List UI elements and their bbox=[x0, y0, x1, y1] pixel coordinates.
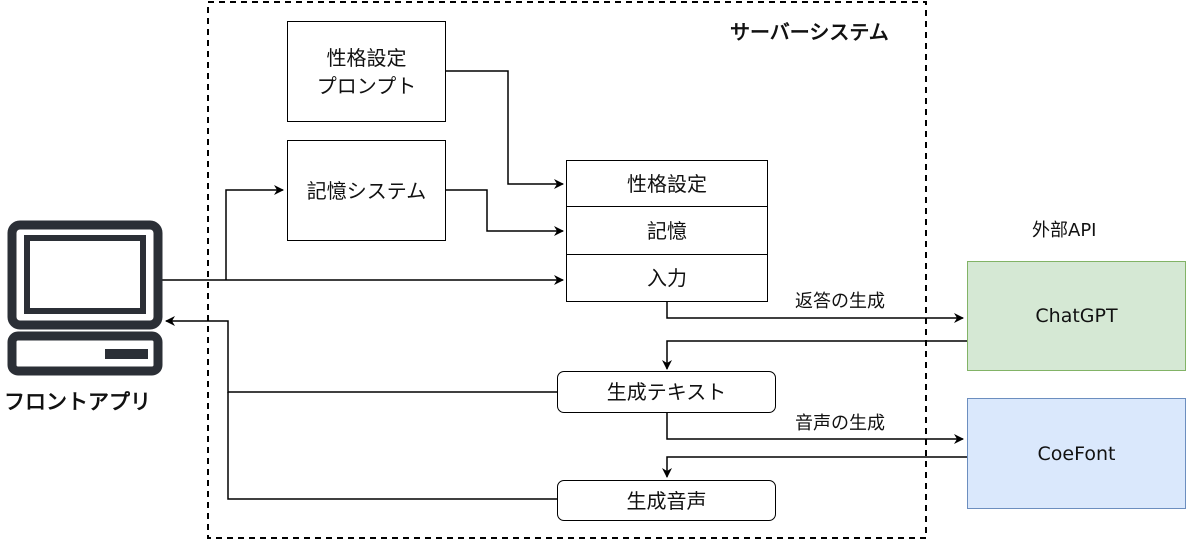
stack-input: 入力 bbox=[566, 254, 768, 302]
edge-text-to-app bbox=[165, 316, 557, 393]
external-api-label: 外部API bbox=[1032, 220, 1097, 241]
personality-prompt-line1: 性格設定 bbox=[326, 45, 407, 70]
generated-text-box: 生成テキスト bbox=[557, 371, 776, 413]
personality-prompt-line2: プロンプト bbox=[316, 73, 417, 98]
stack-personality: 性格設定 bbox=[566, 160, 768, 208]
edge-stack-to-chatgpt bbox=[666, 302, 964, 323]
edge-app-to-memory-system bbox=[225, 185, 284, 280]
stack-memory: 記憶 bbox=[566, 206, 768, 256]
edge-text-to-coefont bbox=[666, 413, 964, 444]
edge-label-voice-generation: 音声の生成 bbox=[795, 413, 885, 434]
coefont-box: CoeFont bbox=[967, 398, 1186, 509]
edge-memory-to-stack bbox=[446, 189, 564, 236]
memory-system-box: 記憶システム bbox=[287, 140, 446, 241]
personality-prompt-box: 性格設定 プロンプト bbox=[287, 21, 446, 122]
server-system-title: サーバーシステム bbox=[730, 20, 889, 44]
computer-icon bbox=[7, 220, 163, 376]
chatgpt-box: ChatGPT bbox=[967, 261, 1186, 371]
edge-coefont-to-voice bbox=[662, 456, 967, 478]
edge-prompt-to-personality bbox=[446, 70, 564, 189]
edge-label-reply-generation: 返答の生成 bbox=[795, 291, 885, 312]
front-app-label: フロントアプリ bbox=[4, 390, 151, 414]
edge-chatgpt-to-text bbox=[662, 340, 967, 370]
edge-voice-to-app bbox=[227, 392, 557, 500]
generated-voice-box: 生成音声 bbox=[557, 480, 776, 521]
